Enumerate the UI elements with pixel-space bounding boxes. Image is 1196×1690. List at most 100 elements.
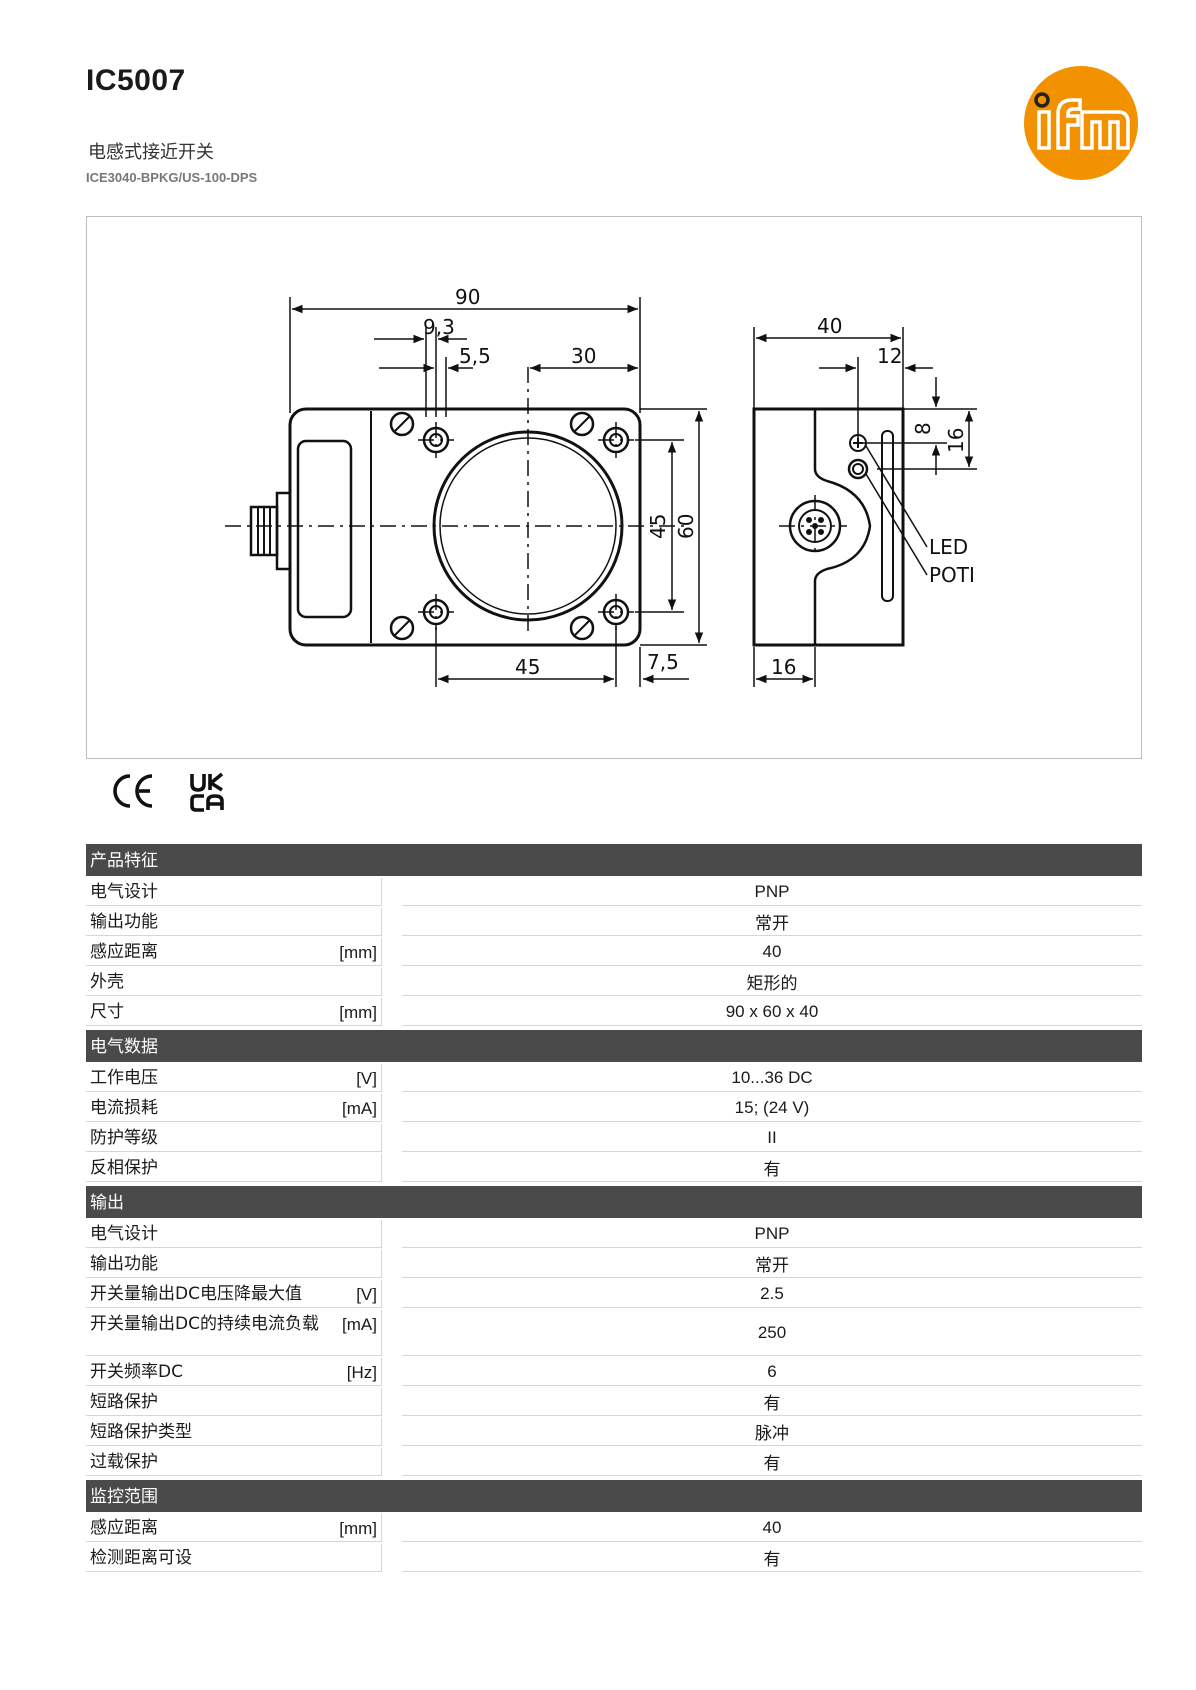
spec-label-text: 检测距离可设 [90, 1548, 192, 1568]
spec-label: 感应距离 [mm] [86, 938, 382, 966]
spec-value: PNP [402, 878, 1142, 906]
spec-label-text: 开关量输出DC电压降最大值 [90, 1284, 302, 1304]
section-header: 产品特征 [86, 844, 1142, 876]
spec-label: 电气设计 [86, 878, 382, 906]
spec-label: 输出功能 [86, 1250, 382, 1278]
spec-value: 常开 [402, 908, 1142, 936]
spec-label-text: 反相保护 [90, 1158, 158, 1178]
spec-label-text: 感应距离 [90, 942, 158, 962]
spec-value: 有 [402, 1544, 1142, 1572]
dim-9-3: 9,3 [423, 315, 455, 339]
spec-value: 常开 [402, 1250, 1142, 1278]
spec-label: 开关量输出DC电压降最大值 [V] [86, 1280, 382, 1308]
dim-12: 12 [877, 344, 902, 368]
spec-label: 尺寸 [mm] [86, 998, 382, 1026]
spec-label-text: 防护等级 [90, 1128, 158, 1148]
section-electrical-data: 电气数据 工作电压[V]10...36 DC 电流损耗[mA]15; (24 V… [86, 1030, 1142, 1182]
spec-value: 90 x 60 x 40 [402, 998, 1142, 1026]
spec-row: 输出功能 常开 [86, 908, 1142, 936]
spec-unit: [Hz] [346, 1363, 377, 1382]
spec-unit: [V] [356, 1069, 377, 1088]
section-product-features: 产品特征 电气设计 PNP 输出功能 常开 感应距离 [mm] 40 外壳矩形的 尺寸 [… [86, 844, 1142, 1026]
spec-label-text: 工作电压 [90, 1068, 158, 1088]
dim-30: 30 [571, 344, 596, 368]
section-header: 电气数据 [86, 1030, 1142, 1062]
spec-unit: [V] [356, 1285, 377, 1304]
dim-60: 60 [674, 514, 698, 539]
spec-value: 有 [402, 1154, 1142, 1182]
dim-16-vertical: 16 [944, 428, 968, 453]
dim-8: 8 [911, 422, 935, 435]
spec-value: 40 [402, 1514, 1142, 1542]
spec-value: 6 [402, 1358, 1142, 1386]
spec-unit: [mm] [339, 1003, 377, 1022]
spec-label-text: 短路保护类型 [90, 1422, 192, 1442]
dimension-drawing: 90 9,3 5,5 30 45 60 45 7,5 40 12 8 16 16… [86, 216, 1142, 759]
spec-label-text: 电气设计 [90, 1224, 158, 1244]
dim-45-vertical: 45 [646, 514, 670, 539]
spec-row: 尺寸 [mm] 90 x 60 x 40 [86, 998, 1142, 1026]
dim-45-horizontal: 45 [515, 655, 540, 679]
spec-unit: [mA] [342, 1315, 377, 1334]
certification-marks [113, 772, 224, 812]
section-monitoring-range: 监控范围 感应距离[mm] 40 检测距离可设 有 [86, 1480, 1142, 1572]
ukca-mark-icon [190, 772, 224, 812]
spec-value: 矩形的 [402, 968, 1142, 996]
spec-label: 反相保护 [86, 1154, 382, 1182]
spec-row: 短路保护类型脉冲 [86, 1418, 1142, 1446]
spec-label: 过载保护 [86, 1448, 382, 1476]
spec-label-text: 开关频率DC [90, 1362, 183, 1382]
spec-value: 2.5 [402, 1280, 1142, 1308]
spec-row: 感应距离 [mm] 40 [86, 938, 1142, 966]
spec-label: 开关频率DC [Hz] [86, 1358, 382, 1386]
ce-mark-icon [113, 774, 153, 808]
spec-row: 电流损耗[mA]15; (24 V) [86, 1094, 1142, 1122]
product-type: 电感式接近开关 [88, 142, 214, 163]
spec-label-text: 输出功能 [90, 912, 158, 932]
spec-row: 工作电压[V]10...36 DC [86, 1064, 1142, 1092]
spec-label: 输出功能 [86, 908, 382, 936]
spec-unit: [mm] [339, 1519, 377, 1538]
spec-label-text: 电气设计 [90, 882, 158, 902]
spec-row: 过载保护 有 [86, 1448, 1142, 1476]
spec-row: 短路保护 有 [86, 1388, 1142, 1416]
spec-label: 电流损耗 [mA] [86, 1094, 382, 1122]
spec-value: PNP [402, 1220, 1142, 1248]
spec-unit: [mm] [339, 943, 377, 962]
model-number: ICE3040-BPKG/US-100-DPS [86, 170, 258, 185]
spec-value: 有 [402, 1448, 1142, 1476]
dim-16-horizontal: 16 [771, 655, 796, 679]
spec-label: 外壳 [86, 968, 382, 996]
spec-label-text: 电流损耗 [90, 1098, 158, 1118]
spec-label: 工作电压 [V] [86, 1064, 382, 1092]
spec-label: 电气设计 [86, 1220, 382, 1248]
spec-label: 感应距离[mm] [86, 1514, 382, 1542]
spec-row: 开关频率DC [Hz] 6 [86, 1358, 1142, 1386]
ifm-logo [1024, 66, 1138, 180]
spec-row: 感应距离[mm] 40 [86, 1514, 1142, 1542]
spec-label: 开关量输出DC的持续电流负载 [mA] [86, 1310, 382, 1356]
spec-label: 防护等级 [86, 1124, 382, 1152]
spec-label-text: 过载保护 [90, 1452, 158, 1472]
spec-value: 有 [402, 1388, 1142, 1416]
spec-row: 开关量输出DC的持续电流负载[mA]250 [86, 1310, 1142, 1356]
spec-label-text: 尺寸 [90, 1002, 124, 1022]
spec-value: II [402, 1124, 1142, 1152]
callout-poti: POTI [929, 563, 975, 587]
spec-label-text: 开关量输出DC的持续电流负载 [90, 1314, 319, 1334]
spec-row: 输出功能常开 [86, 1250, 1142, 1278]
spec-row: 防护等级 II [86, 1124, 1142, 1152]
spec-label-text: 短路保护 [90, 1392, 158, 1412]
spec-unit: [mA] [342, 1099, 377, 1118]
spec-value: 40 [402, 938, 1142, 966]
section-header: 输出 [86, 1186, 1142, 1218]
spec-row: 开关量输出DC电压降最大值 [V] 2.5 [86, 1280, 1142, 1308]
spec-label: 短路保护 [86, 1388, 382, 1416]
spec-label: 检测距离可设 [86, 1544, 382, 1572]
dim-5-5: 5,5 [459, 344, 491, 368]
dim-7-5: 7,5 [647, 650, 679, 674]
dim-90: 90 [455, 285, 480, 309]
section-header: 监控范围 [86, 1480, 1142, 1512]
spec-row: 外壳矩形的 [86, 968, 1142, 996]
